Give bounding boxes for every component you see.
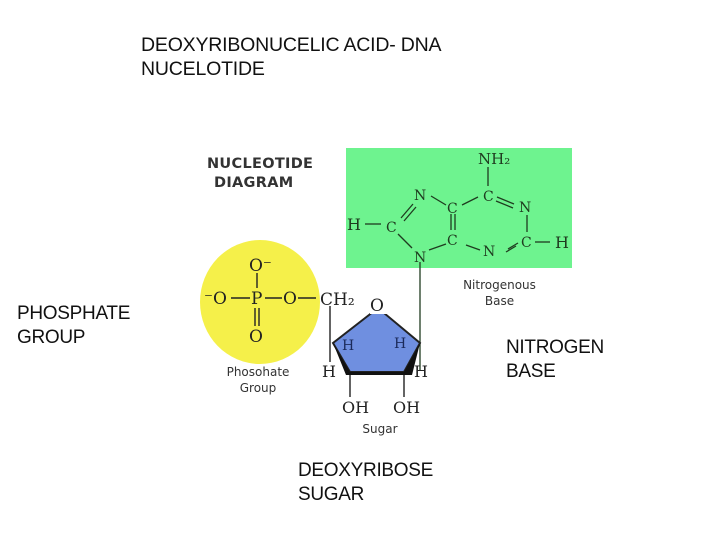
atom-h: H bbox=[347, 215, 361, 234]
phosphate-group-annotation: PHOSPHATE GROUP bbox=[17, 302, 130, 350]
atom-p: P bbox=[251, 289, 262, 309]
atom-h: H bbox=[555, 233, 569, 252]
nitrogenous-label-line-1: Nitrogenous bbox=[463, 278, 536, 292]
nitrogen-base-annotation: NITROGEN BASE bbox=[506, 336, 604, 384]
atom-oh: OH bbox=[393, 398, 420, 417]
atom-o: O bbox=[249, 327, 263, 347]
deoxyribose-sugar-annotation: DEOXYRIBOSE SUGAR bbox=[298, 459, 433, 507]
phosphate-atoms: O⁻ ⁻O P O O CH₂ bbox=[204, 256, 355, 347]
atom-ch2: CH₂ bbox=[320, 290, 355, 310]
phosphate-circle bbox=[200, 240, 320, 364]
phosphate-bonds bbox=[231, 273, 331, 362]
diagram-heading: NUCLEOTIDE DIAGRAM bbox=[207, 155, 313, 193]
atom-o-minus: O⁻ bbox=[249, 256, 272, 276]
sugar-annotation-line-2: SUGAR bbox=[298, 484, 365, 505]
nitrogen-annotation-line-2: BASE bbox=[506, 361, 556, 382]
phosphate-annotation-line-1: PHOSPHATE bbox=[17, 303, 131, 324]
atom-h: H bbox=[322, 362, 336, 381]
atom-h: H bbox=[342, 338, 354, 354]
sugar-ring-front-edge bbox=[333, 343, 420, 375]
atom-c: C bbox=[447, 201, 458, 217]
atom-ring-o: O bbox=[370, 296, 384, 316]
base-atoms: NH₂ N C C N H C C C H N N bbox=[347, 150, 569, 266]
atom-o: O bbox=[283, 289, 297, 309]
atom-c: C bbox=[386, 220, 397, 236]
phosphate-annotation-line-2: GROUP bbox=[17, 327, 86, 348]
nitrogenous-base-label: Nitrogenous Base bbox=[447, 277, 552, 309]
diagram-heading-line-2: DIAGRAM bbox=[214, 175, 294, 191]
atom-oh: OH bbox=[342, 398, 369, 417]
atom-h: H bbox=[414, 362, 428, 381]
title-line-1: DEOXYRIBONUCELIC ACID- DNA bbox=[141, 34, 442, 56]
base-bonds bbox=[365, 167, 550, 371]
ring-oxygen-bg bbox=[370, 296, 388, 314]
sugar-bonds bbox=[349, 375, 405, 397]
atom-c: C bbox=[521, 235, 532, 251]
sugar-annotation-line-1: DEOXYRIBOSE bbox=[298, 460, 434, 481]
nitrogenous-base-box bbox=[346, 148, 572, 268]
phosphate-small-label-line-1: Phosohate bbox=[226, 365, 290, 379]
sugar-atoms: O H H H H OH OH bbox=[322, 296, 428, 417]
atom-n: N bbox=[483, 244, 495, 260]
atom-n: N bbox=[414, 188, 426, 204]
atom-n: N bbox=[414, 250, 426, 266]
nitrogen-annotation-line-1: NITROGEN bbox=[506, 337, 604, 358]
slide-title: DEOXYRIBONUCELIC ACID- DNA NUCELOTIDE bbox=[141, 33, 442, 81]
atom-c: C bbox=[483, 189, 494, 205]
atom-nh2: NH₂ bbox=[478, 150, 510, 168]
atom-h: H bbox=[394, 336, 406, 352]
nitrogenous-label-line-2: Base bbox=[484, 294, 515, 308]
title-line-2: NUCELOTIDE bbox=[141, 58, 265, 80]
sugar-small-label: Sugar bbox=[362, 422, 398, 436]
diagram-heading-line-1: NUCLEOTIDE bbox=[207, 156, 314, 172]
phosphate-small-label-line-2: Group bbox=[239, 381, 277, 395]
atom-c: C bbox=[447, 233, 458, 249]
atom-n: N bbox=[519, 200, 531, 216]
atom-o-minus: ⁻O bbox=[204, 289, 227, 309]
phosphate-group-small-label: Phosohate Group bbox=[216, 364, 300, 396]
